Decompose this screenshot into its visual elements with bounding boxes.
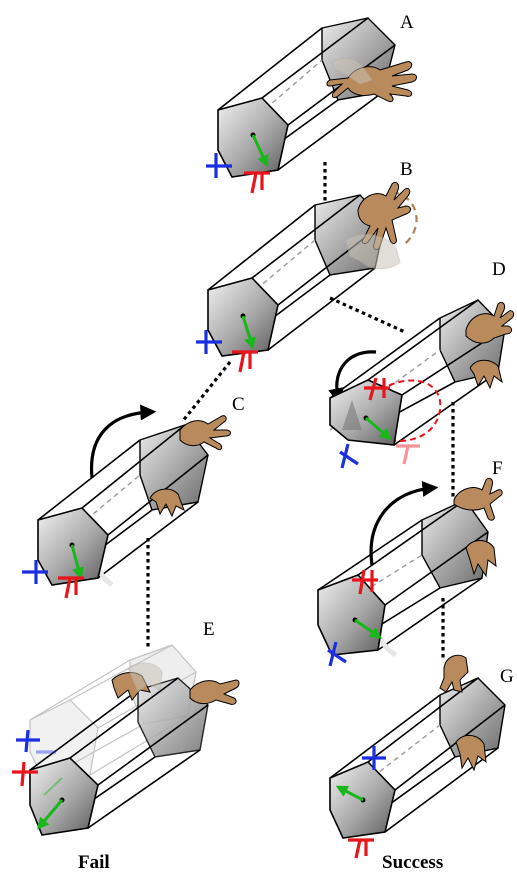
pose-arrow [251,134,269,168]
prism-front-face [317,574,386,656]
axis-marker-icon [327,569,378,667]
caption-fail: Fail [78,852,110,873]
hand-icon [465,301,515,390]
link-b-c [180,361,232,423]
state-b: B [196,159,418,373]
label-a: A [400,12,414,33]
axis-marker-icon [22,560,84,599]
link-b-d [329,296,406,334]
hand-icon [326,58,417,103]
state-f: F [317,458,503,667]
axis-marker-icon [348,746,386,859]
label-b: B [400,159,413,180]
pose-arrow [354,618,382,639]
hand-icon [111,662,240,705]
label-f: F [492,458,503,479]
axis-marker-icon [12,729,56,787]
label-c: C [232,394,245,415]
state-e: E [12,619,240,836]
label-e: E [203,619,215,640]
pose-arrow [70,544,84,580]
label-d: D [492,259,506,280]
caption-success: Success [382,852,443,873]
hand-icon [453,477,503,578]
pose-arrow [365,416,392,441]
pose-arrow [241,315,256,350]
axis-marker-icon [206,153,270,194]
state-g: G [329,654,514,859]
state-d: D [328,259,515,469]
rotation-arrow-icon [369,480,439,566]
axis-marker-icon [339,377,420,469]
pose-arrow [335,785,364,802]
failure-trace [379,379,442,442]
pose-arrow [36,799,64,830]
state-a: A [206,12,417,194]
sequence-links [146,162,455,658]
state-c: C [22,394,245,599]
axis-marker-icon [196,330,258,373]
rotation-arrow-icon [89,404,157,479]
label-g: G [500,666,514,687]
hand-icon [149,415,231,518]
regrasp-trace [391,190,418,247]
hand-icon [345,181,411,270]
hand-icon [439,654,487,772]
rotation-arrow-icon [328,350,377,405]
